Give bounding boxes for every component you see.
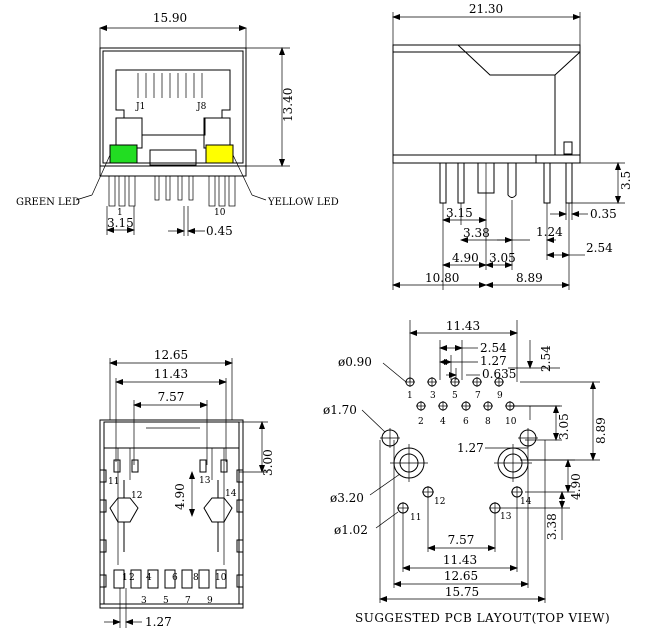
pcb-dia-170: ø1.70 bbox=[323, 403, 357, 417]
pcb-dim-1265: 12.65 bbox=[444, 569, 478, 583]
front-width-dim: 15.90 bbox=[153, 11, 187, 25]
bottom-dim-1143: 11.43 bbox=[154, 367, 188, 381]
pcb-dim-757: 7.57 bbox=[448, 533, 475, 547]
pcb-pin-label: 1 bbox=[407, 391, 413, 401]
pin-j1-label: J1 bbox=[135, 102, 145, 112]
green-led-label: GREEN LED bbox=[16, 197, 80, 208]
bottom-pin-label: 1 bbox=[122, 573, 128, 583]
pcb-dim-127-top: 1.27 bbox=[480, 354, 507, 368]
side-dim-338: 3.38 bbox=[463, 226, 490, 240]
green-led bbox=[109, 144, 138, 164]
pcb-pin-label: 6 bbox=[463, 417, 469, 427]
pcb-dim-1143-bot: 11.43 bbox=[443, 553, 477, 567]
side-standoff-dim: 3.5 bbox=[619, 171, 633, 190]
side-view: 21.30 3.5 0.35 bbox=[392, 2, 633, 290]
pcb-pin-13: 13 bbox=[500, 512, 512, 522]
bottom-pin-label: 10 bbox=[215, 573, 227, 583]
bottom-dim-757: 7.57 bbox=[158, 390, 185, 404]
jack-opening bbox=[115, 69, 231, 136]
pcb-dim-254-top: 2.54 bbox=[480, 341, 507, 355]
board-lock-right bbox=[203, 497, 233, 523]
yellow-led bbox=[205, 144, 234, 164]
pcb-dia-320: ø3.20 bbox=[330, 491, 364, 505]
side-length-dim: 21.30 bbox=[469, 2, 503, 16]
pin-j8-label: J8 bbox=[196, 102, 207, 112]
pcb-pin-label: 3 bbox=[430, 391, 436, 401]
side-body bbox=[392, 44, 581, 164]
jack-contacts bbox=[137, 73, 203, 98]
pcb-caption: SUGGESTED PCB LAYOUT(TOP VIEW) bbox=[355, 611, 610, 625]
pcb-pin-label: 10 bbox=[505, 417, 517, 427]
side-lead-dim: 0.35 bbox=[590, 207, 617, 221]
side-dim-305: 3.05 bbox=[489, 251, 516, 265]
bottom-pin-cutouts bbox=[113, 569, 227, 589]
pcb-pin-label: 8 bbox=[485, 417, 491, 427]
yellow-led-label: YELLOW LED bbox=[267, 197, 339, 208]
pcb-dim-254-right: 2.54 bbox=[539, 345, 553, 372]
pcb-pin-14: 14 bbox=[520, 497, 532, 507]
pcb-pin-label: 5 bbox=[452, 391, 458, 401]
bottom-dim-300: 3.00 bbox=[261, 449, 275, 476]
front-view: 15.90 J1 J8 bbox=[16, 11, 339, 238]
bottom-outline bbox=[99, 419, 244, 609]
pcb-layout: 11.43 2.54 1.27 0.635 2.54 ø0.90 bbox=[323, 319, 610, 625]
pcb-dim-305: 3.05 bbox=[557, 413, 571, 440]
bottom-pin-labels: 1 2 3 4 5 6 7 8 9 10 bbox=[122, 573, 227, 606]
front-pitch-dim: 3.15 bbox=[107, 216, 134, 230]
side-dim-254: 2.54 bbox=[586, 241, 613, 255]
pcb-top-row-labels: 1 3 5 7 9 bbox=[407, 391, 503, 401]
front-pins bbox=[108, 175, 236, 207]
pcb-pin-label: 9 bbox=[497, 391, 503, 401]
bottom-dim-490: 4.90 bbox=[173, 483, 187, 510]
pcb-dim-490: 4.90 bbox=[569, 473, 583, 500]
pcb-dim-127-mid: 1.27 bbox=[457, 441, 484, 455]
pcb-dim-0635: 0.635 bbox=[482, 367, 516, 381]
bottom-side-tabs bbox=[100, 469, 243, 588]
side-leads bbox=[439, 162, 573, 204]
pcb-pin-label: 2 bbox=[418, 417, 424, 427]
bottom-pin-11: 11 bbox=[108, 477, 119, 487]
front-height-dim: 13.40 bbox=[281, 88, 295, 122]
side-dim-490: 4.90 bbox=[452, 251, 479, 265]
bottom-pin-label: 9 bbox=[207, 596, 213, 606]
pcb-pin-label: 4 bbox=[440, 417, 446, 427]
side-dim-315: 3.15 bbox=[446, 206, 473, 220]
pcb-dim-889: 8.89 bbox=[594, 417, 608, 444]
board-lock-left bbox=[109, 497, 139, 523]
bottom-pin-label: 4 bbox=[146, 573, 152, 583]
bottom-pin-label: 6 bbox=[172, 573, 178, 583]
pcb-dia-090: ø0.90 bbox=[338, 355, 372, 369]
bottom-dim-127: 1.27 bbox=[145, 615, 172, 629]
side-dim-889: 8.89 bbox=[516, 271, 543, 285]
bottom-view: 12.65 11.43 7.57 bbox=[99, 348, 275, 629]
pcb-pin-label: 7 bbox=[475, 391, 481, 401]
pcb-pin-12: 12 bbox=[434, 497, 445, 507]
pcb-dia-102: ø1.02 bbox=[334, 523, 368, 537]
bottom-pin-label: 3 bbox=[141, 596, 147, 606]
bottom-pin-label: 8 bbox=[193, 573, 199, 583]
pcb-bottom-row-labels: 2 4 6 8 10 bbox=[418, 417, 517, 427]
pcb-dim-1575: 15.75 bbox=[445, 585, 479, 599]
front-pin-10-label: 10 bbox=[214, 208, 226, 218]
bottom-pin-label: 7 bbox=[185, 596, 191, 606]
bottom-pin-13: 13 bbox=[199, 476, 211, 486]
front-pin-1-label: 1 bbox=[117, 208, 123, 218]
bottom-dim-1265: 12.65 bbox=[154, 348, 188, 362]
front-lead-dim: 0.45 bbox=[206, 224, 233, 238]
pcb-dim-1143-top: 11.43 bbox=[446, 319, 480, 333]
pcb-dim-338: 3.38 bbox=[545, 513, 559, 540]
bottom-pin-label: 5 bbox=[163, 596, 169, 606]
bottom-pin-14: 14 bbox=[225, 489, 237, 499]
bottom-pin-label: 2 bbox=[129, 573, 135, 583]
pcb-pin-11: 11 bbox=[410, 513, 421, 523]
bottom-pin-12: 12 bbox=[131, 491, 142, 501]
side-dim-124: 1.24 bbox=[536, 225, 563, 239]
side-dim-1080: 10.80 bbox=[425, 271, 459, 285]
